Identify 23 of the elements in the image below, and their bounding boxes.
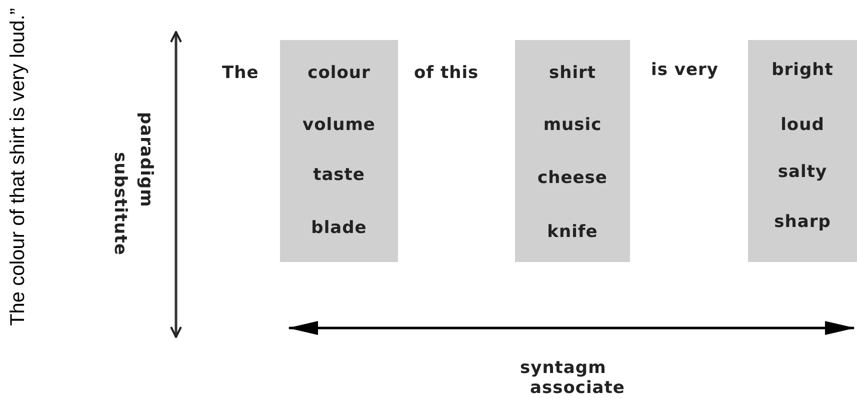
word-label: bright bbox=[770, 60, 834, 80]
word-label: is very bbox=[651, 60, 718, 80]
word-label: volume bbox=[302, 115, 376, 135]
word-label: sharp bbox=[773, 212, 832, 232]
word-label: salty bbox=[776, 162, 828, 182]
word-label: taste bbox=[312, 165, 366, 185]
word-label: loud bbox=[780, 115, 826, 135]
example-sentence: The colour of that shirt is very loud.” bbox=[8, 8, 28, 326]
word-column-panel bbox=[280, 40, 398, 262]
word-label: shirt bbox=[548, 63, 598, 83]
axis-label: syntagm bbox=[520, 358, 606, 378]
word-column-panel bbox=[515, 40, 630, 262]
word-label: The bbox=[222, 63, 259, 83]
axis-label: paradigm bbox=[136, 112, 156, 208]
word-label: of this bbox=[414, 63, 479, 83]
word-label: music bbox=[542, 115, 603, 135]
word-label: blade bbox=[310, 218, 368, 238]
word-label: cheese bbox=[536, 168, 608, 188]
word-column-panel bbox=[748, 40, 857, 262]
word-label: knife bbox=[546, 222, 599, 242]
axis-label: substitute bbox=[110, 152, 130, 256]
axis-label: associate bbox=[530, 378, 625, 398]
word-label: colour bbox=[306, 63, 372, 83]
